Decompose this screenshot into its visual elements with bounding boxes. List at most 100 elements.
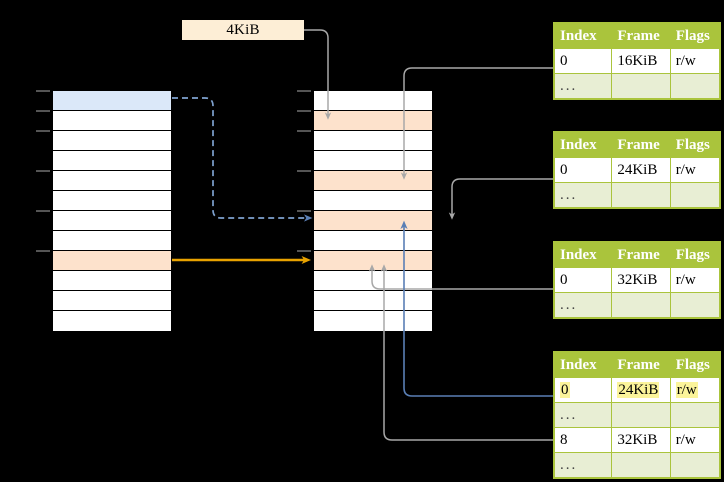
virtual-memory-cell-0[interactable] bbox=[53, 91, 171, 111]
wire-virtual-page-lookup bbox=[172, 97, 313, 222]
page-table-level-3-row-0-index: 0 bbox=[553, 157, 613, 183]
virtual-memory-cell-9[interactable] bbox=[53, 271, 171, 291]
page-table-level-2-header-frame: Frame bbox=[611, 242, 671, 268]
size-label-4kib: 4KiB bbox=[182, 20, 304, 40]
physical-memory-cell-6[interactable] bbox=[314, 211, 432, 231]
virtual-memory-tick-8 bbox=[36, 250, 50, 252]
virtual-memory-cell-8[interactable] bbox=[53, 251, 171, 271]
page-table-level-4-row-0-flags: r/w bbox=[669, 48, 721, 74]
physical-memory-tick-2 bbox=[297, 130, 311, 132]
virtual-memory-tick-6 bbox=[36, 210, 50, 212]
virtual-memory-tick-4 bbox=[36, 170, 50, 172]
page-table-level-1-row-1-index: ... bbox=[553, 402, 613, 428]
virtual-memory-tick-1 bbox=[36, 110, 50, 112]
physical-memory-cell-11[interactable] bbox=[314, 311, 432, 331]
page-table-level-3-row-1-frame bbox=[611, 182, 671, 208]
physical-memory-cell-0[interactable] bbox=[314, 91, 432, 111]
page-table-level-1-row-0-flags: r/w bbox=[669, 377, 721, 403]
page-table-level-2-row-1-frame bbox=[611, 292, 671, 318]
page-table-level-4-header-flags: Flags bbox=[669, 23, 721, 49]
page-table-level-1-row-0-frame: 24KiB bbox=[611, 377, 671, 403]
page-table-level-1-row-1[interactable]: ... bbox=[553, 402, 721, 428]
page-table-level-1-header-frame: Frame bbox=[611, 352, 671, 378]
page-table-level-4-row-1-frame bbox=[611, 73, 671, 99]
virtual-memory-cell-1[interactable] bbox=[53, 111, 171, 131]
physical-memory-cell-9[interactable] bbox=[314, 271, 432, 291]
virtual-memory-cell-5[interactable] bbox=[53, 191, 171, 211]
page-table-level-4-row-1[interactable]: ... bbox=[553, 73, 721, 99]
highlighted-value: 0 bbox=[560, 382, 570, 398]
page-table-level-2-row-0-flags: r/w bbox=[669, 267, 721, 293]
page-table-level-3-row-0-frame: 24KiB bbox=[611, 157, 671, 183]
page-table-level-1-header-index: Index bbox=[553, 352, 613, 378]
page-table-level-1-row-0-index: 0 bbox=[553, 377, 613, 403]
page-table-level-2-row-1-flags bbox=[669, 292, 721, 318]
physical-memory-tick-6 bbox=[297, 210, 311, 212]
virtual-memory-cell-2[interactable] bbox=[53, 131, 171, 151]
physical-memory-tick-4 bbox=[297, 170, 311, 172]
physical-memory-cell-5[interactable] bbox=[314, 191, 432, 211]
physical-memory-cell-2[interactable] bbox=[314, 131, 432, 151]
wire-table3-to-frame bbox=[448, 178, 553, 220]
virtual-memory-cell-6[interactable] bbox=[53, 211, 171, 231]
physical-memory-column bbox=[313, 90, 433, 331]
page-table-level-1-row-2-flags: r/w bbox=[669, 427, 721, 453]
page-table-level-4-row-0-frame: 16KiB bbox=[611, 48, 671, 74]
highlighted-value: r/w bbox=[675, 382, 698, 398]
page-table-level-3-header-index: Index bbox=[553, 132, 613, 158]
page-table-level-1-row-1-frame bbox=[611, 402, 671, 428]
virtual-memory-tick-0 bbox=[36, 90, 50, 92]
page-table-level-2-header-index: Index bbox=[553, 242, 613, 268]
virtual-memory-cell-11[interactable] bbox=[53, 311, 171, 331]
page-table-level-2-row-1[interactable]: ... bbox=[553, 292, 721, 318]
physical-memory-tick-0 bbox=[297, 90, 311, 92]
page-table-level-1-row-3-index: ... bbox=[553, 452, 613, 478]
page-table-level-3-row-1-index: ... bbox=[553, 182, 613, 208]
physical-memory-cell-1[interactable] bbox=[314, 111, 432, 131]
page-table-level-1-row-3-flags bbox=[669, 452, 721, 478]
page-table-level-3-row-0-flags: r/w bbox=[669, 157, 721, 183]
physical-memory-tick-8 bbox=[297, 250, 311, 252]
size-label-text: 4KiB bbox=[226, 21, 260, 38]
physical-memory-cell-7[interactable] bbox=[314, 231, 432, 251]
page-table-level-1-row-0[interactable]: 0 24KiB r/w bbox=[553, 377, 721, 403]
page-table-level-1-row-3[interactable]: ... bbox=[553, 452, 721, 478]
highlighted-value: 24KiB bbox=[617, 382, 660, 398]
page-table-level-3-header-frame: Frame bbox=[611, 132, 671, 158]
page-table-level-1-header-flags: Flags bbox=[669, 352, 721, 378]
virtual-memory-column bbox=[52, 90, 172, 331]
physical-memory-cell-8[interactable] bbox=[314, 251, 432, 271]
page-table-level-1-row-3-frame bbox=[611, 452, 671, 478]
page-table-level-1-row-1-flags bbox=[669, 402, 721, 428]
virtual-memory-tick-2 bbox=[36, 130, 50, 132]
page-table-level-4-row-1-index: ... bbox=[553, 73, 613, 99]
physical-memory-cell-4[interactable] bbox=[314, 171, 432, 191]
page-table-level-4-row-0-index: 0 bbox=[553, 48, 613, 74]
page-table-level-1-row-2-index: 8 bbox=[553, 427, 613, 453]
page-table-level-2-header-flags: Flags bbox=[669, 242, 721, 268]
virtual-memory-cell-4[interactable] bbox=[53, 171, 171, 191]
physical-memory-tick-1 bbox=[297, 110, 311, 112]
page-table-level-3-row-1-flags bbox=[669, 182, 721, 208]
virtual-memory-cell-7[interactable] bbox=[53, 231, 171, 251]
physical-memory-cell-10[interactable] bbox=[314, 291, 432, 311]
page-table-level-3-header-flags: Flags bbox=[669, 132, 721, 158]
page-table-level-4-header-frame: Frame bbox=[611, 23, 671, 49]
page-table-level-2-row-1-index: ... bbox=[553, 292, 613, 318]
virtual-memory-cell-10[interactable] bbox=[53, 291, 171, 311]
page-table-level-2-row-0-frame: 32KiB bbox=[611, 267, 671, 293]
virtual-memory-cell-3[interactable] bbox=[53, 151, 171, 171]
page-table-level-4-row-1-flags bbox=[669, 73, 721, 99]
page-table-level-4-header-index: Index bbox=[553, 23, 613, 49]
page-table-level-3-row-1[interactable]: ... bbox=[553, 182, 721, 208]
physical-memory-cell-3[interactable] bbox=[314, 151, 432, 171]
